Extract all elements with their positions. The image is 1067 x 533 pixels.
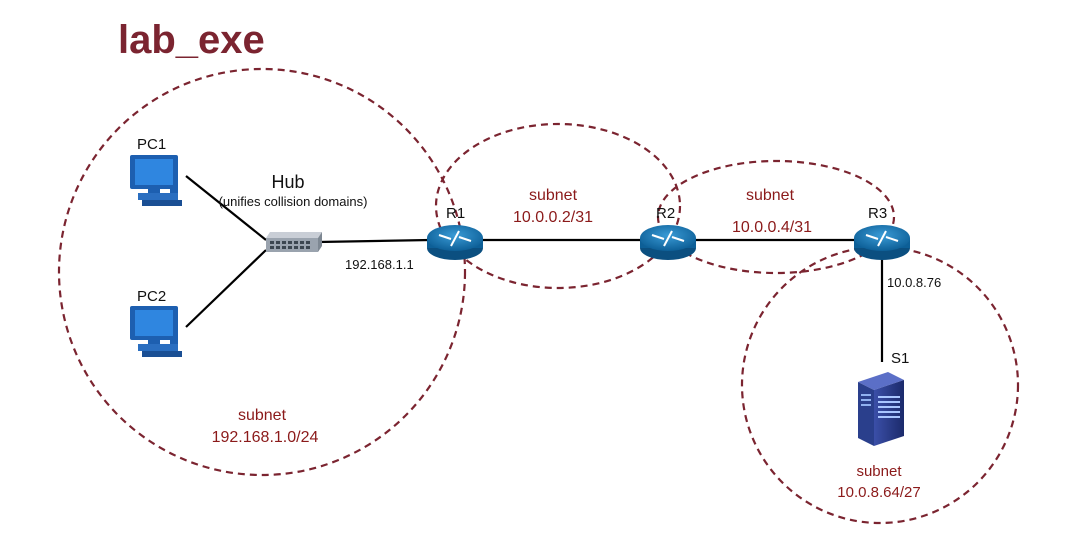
subnet-zone-lan: [57, 67, 467, 477]
diagram-title: lab_exe: [118, 18, 265, 62]
subnet-zone-r2-r3: [656, 159, 896, 275]
router-r3-label: R3: [868, 205, 887, 222]
router-r2-icon[interactable]: [640, 225, 696, 260]
router-r2-label: R2: [656, 205, 675, 222]
router-r3-icon[interactable]: [854, 225, 910, 260]
hub-note: (unifies collision domains): [219, 194, 368, 209]
pc1-icon[interactable]: [130, 155, 182, 206]
router-r1-label: R1: [446, 205, 465, 222]
subnet-server-label: subnet: [856, 463, 902, 480]
hub-icon[interactable]: [266, 232, 322, 252]
link-pc1-hub: [185, 175, 267, 241]
pc1-label: PC1: [137, 136, 166, 153]
subnet-lan-cidr: 192.168.1.0/24: [212, 429, 319, 446]
r3-server-ip: 10.0.8.76: [887, 275, 941, 290]
subnet-r2r3-label: subnet: [746, 187, 795, 204]
link-hub-r1: [317, 238, 431, 244]
subnet-r1r2-label: subnet: [529, 187, 578, 204]
subnet-zone-r1-r2: [434, 122, 682, 290]
router-r1-icon[interactable]: [427, 225, 483, 260]
link-pc2-hub: [185, 249, 267, 328]
r1-lan-ip: 192.168.1.1: [345, 257, 414, 272]
subnet-server-cidr: 10.0.8.64/27: [837, 484, 920, 501]
subnet-r2r3-cidr: 10.0.0.4/31: [732, 219, 812, 236]
pc2-label: PC2: [137, 288, 166, 305]
hub-label: Hub: [271, 172, 304, 192]
subnet-lan-label: subnet: [238, 407, 287, 424]
server-s1-label: S1: [891, 350, 909, 367]
pc2-icon[interactable]: [130, 306, 182, 357]
subnet-r1r2-cidr: 10.0.0.2/31: [513, 209, 593, 226]
server-s1-icon[interactable]: [858, 372, 904, 446]
